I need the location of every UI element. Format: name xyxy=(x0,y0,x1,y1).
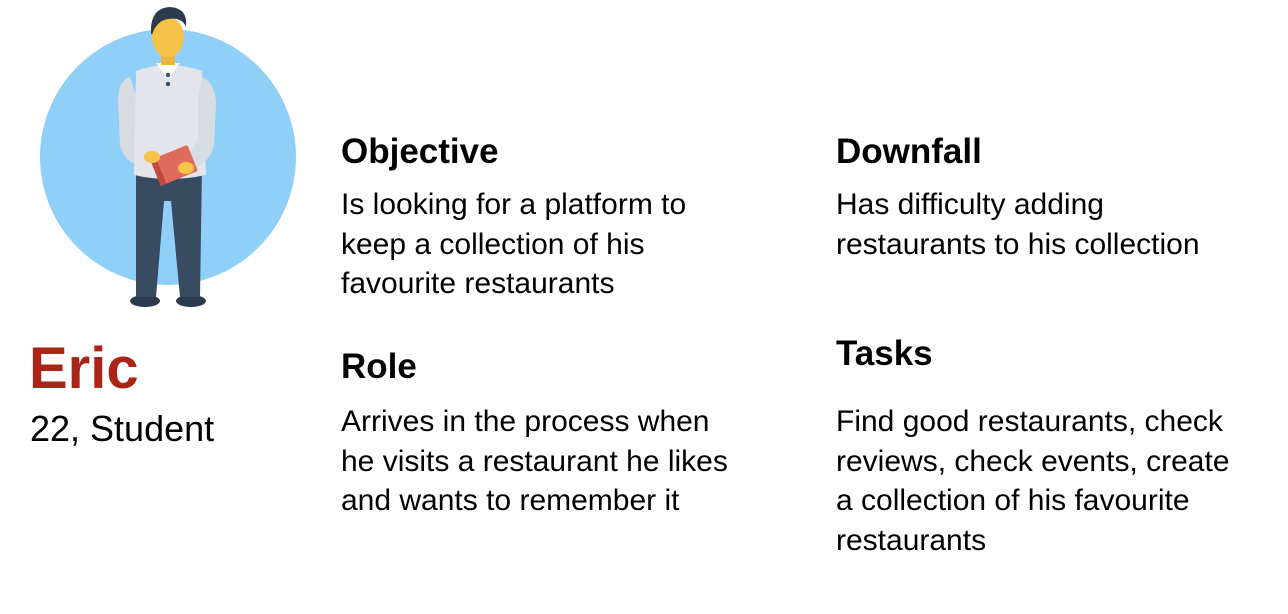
persona-age-occupation: 22, Student xyxy=(30,408,215,449)
role-text: Arrives in the process when he visits a … xyxy=(341,405,728,517)
role-heading: Role xyxy=(341,347,417,386)
face xyxy=(152,17,184,57)
right-hand xyxy=(178,162,194,174)
left-hand xyxy=(144,151,160,163)
role-card: Role Arrives in the process when he visi… xyxy=(341,347,781,521)
shirt-button xyxy=(165,72,171,78)
hair xyxy=(150,7,187,35)
tasks-card: Tasks Find good restaurants, check revie… xyxy=(836,334,1276,560)
collar xyxy=(156,63,180,79)
tasks-text: Find good restaurants, check reviews, ch… xyxy=(836,405,1230,557)
persona-name: Eric xyxy=(29,336,139,401)
downfall-heading: Downfall xyxy=(836,132,982,171)
trousers xyxy=(136,167,202,297)
objective-text: Is looking for a platform to keep a coll… xyxy=(341,188,687,300)
person-holding-book-icon xyxy=(40,7,296,307)
objective-card: Objective Is looking for a platform to k… xyxy=(341,132,781,304)
shirt-button xyxy=(165,81,171,87)
left-arm xyxy=(118,77,144,165)
downfall-text: Has difficulty adding restaurants to his… xyxy=(836,188,1200,261)
left-shoe xyxy=(130,295,160,307)
downfall-card: Downfall Has difficulty adding restauran… xyxy=(836,132,1276,264)
objective-heading: Objective xyxy=(341,132,499,171)
right-shoe xyxy=(176,295,206,307)
persona-illustration xyxy=(40,5,300,310)
right-arm xyxy=(180,77,216,169)
tasks-heading: Tasks xyxy=(836,334,933,373)
book xyxy=(150,145,198,186)
